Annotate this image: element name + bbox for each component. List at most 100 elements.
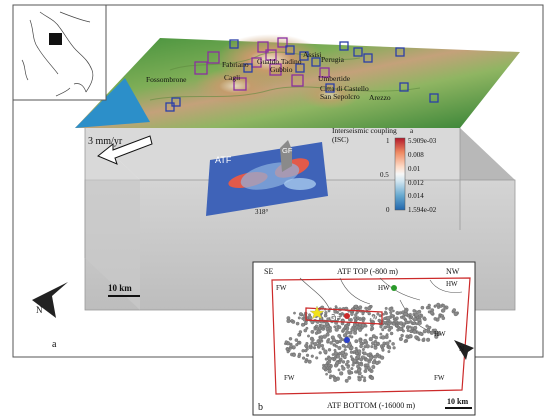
seismic-event (392, 309, 395, 313)
seismic-event (340, 350, 345, 355)
seismic-event (349, 355, 353, 358)
seismic-event (362, 378, 367, 383)
seismic-event (342, 333, 348, 338)
seismic-event (428, 325, 432, 329)
seismic-event (403, 309, 408, 313)
seismic-event (356, 316, 360, 320)
strike-angle-label: 318° (255, 208, 269, 216)
seismic-event (420, 305, 425, 310)
seismic-event (353, 304, 358, 309)
seismic-event (384, 311, 388, 316)
colorbar-unit: a (410, 127, 414, 135)
seismic-event (453, 311, 458, 317)
seismic-event (389, 331, 394, 336)
town-citta-di-castello: Citta di Castello (320, 84, 369, 93)
colorbar-left-tick-0-5: 0.5 (380, 171, 389, 179)
seismic-event (292, 353, 296, 357)
town-gualdo-tadino: Gualdo Tadino (257, 57, 302, 66)
seismic-event (414, 312, 419, 318)
seismic-event (363, 338, 368, 343)
footwall-label-3: FW (434, 374, 445, 382)
seismic-event (413, 325, 418, 330)
seismic-event (389, 325, 394, 330)
seismic-event (403, 339, 407, 344)
seismic-event (327, 348, 332, 352)
seismic-event (362, 351, 367, 356)
seismic-event (320, 343, 325, 348)
seismic-event (308, 315, 313, 320)
seismic-event (422, 337, 426, 341)
seismic-event (347, 376, 352, 380)
seismic-event (346, 365, 350, 369)
seismic-event (402, 316, 406, 320)
seismic-event (441, 316, 446, 320)
seismic-event (339, 371, 344, 376)
seismic-event (356, 354, 361, 359)
seismic-event (333, 348, 337, 352)
seismic-event (388, 320, 392, 324)
seismic-event (404, 320, 409, 325)
seismic-event (414, 310, 418, 314)
seismic-event (360, 374, 364, 379)
seismic-event (331, 338, 336, 343)
italy-inset-map (12, 4, 107, 101)
seismic-event (425, 324, 429, 328)
gf-label-b: GF (330, 315, 340, 322)
seismic-event (347, 322, 351, 326)
seismic-event (386, 315, 391, 321)
seismic-event (406, 328, 410, 332)
seismic-event (363, 376, 366, 380)
seismic-event (337, 368, 341, 372)
seismic-event (340, 312, 344, 316)
seismic-event (301, 349, 305, 353)
seismic-event (344, 345, 347, 349)
seismic-event (409, 329, 413, 334)
seismic-event (361, 323, 366, 328)
seismic-event (391, 342, 395, 346)
town-fabriano: Fabriano (222, 60, 249, 69)
seismic-event (343, 348, 347, 352)
seismic-event (294, 338, 299, 342)
seismic-event (354, 346, 358, 350)
seismic-event (337, 345, 342, 351)
seismic-event (410, 315, 414, 319)
hanging-wall-label-2: HW (446, 280, 458, 288)
seismic-event (335, 316, 339, 320)
seismic-event (315, 327, 319, 331)
seismic-event (327, 337, 331, 341)
seismic-event (334, 305, 338, 308)
velocity-arrow: 3 mm/yr (88, 135, 153, 165)
seismic-event (346, 344, 351, 349)
seismic-event (367, 311, 371, 316)
colorbar-right-tick-1: 0.008 (408, 151, 424, 159)
seismic-event (417, 317, 422, 322)
seismic-event (305, 353, 310, 357)
seismic-event (352, 350, 356, 354)
seismic-event (304, 359, 308, 364)
seismic-event (307, 334, 310, 338)
seismic-event (371, 360, 376, 365)
seismic-event (326, 329, 330, 334)
seismic-event (419, 332, 423, 336)
seismic-event (284, 340, 288, 344)
sea-area (75, 78, 150, 128)
seismic-event (365, 344, 370, 349)
seismic-event (425, 306, 430, 310)
seismic-event (434, 304, 437, 308)
seismic-event (298, 330, 303, 334)
seismic-event (380, 335, 386, 340)
seismic-event (429, 330, 434, 335)
seismic-event (300, 322, 305, 327)
seismic-event (384, 306, 388, 310)
seismic-event (333, 377, 338, 382)
seismic-event (313, 341, 318, 347)
hanging-wall-label-3: HW (434, 330, 446, 338)
seismic-event (327, 369, 332, 374)
seismic-event (331, 374, 335, 378)
seismic-event (312, 346, 317, 350)
colorbar-right-tick-5: 1.594e-02 (408, 206, 437, 214)
seismic-event (338, 313, 343, 318)
seismic-event (426, 337, 431, 342)
seismic-event (334, 344, 338, 348)
